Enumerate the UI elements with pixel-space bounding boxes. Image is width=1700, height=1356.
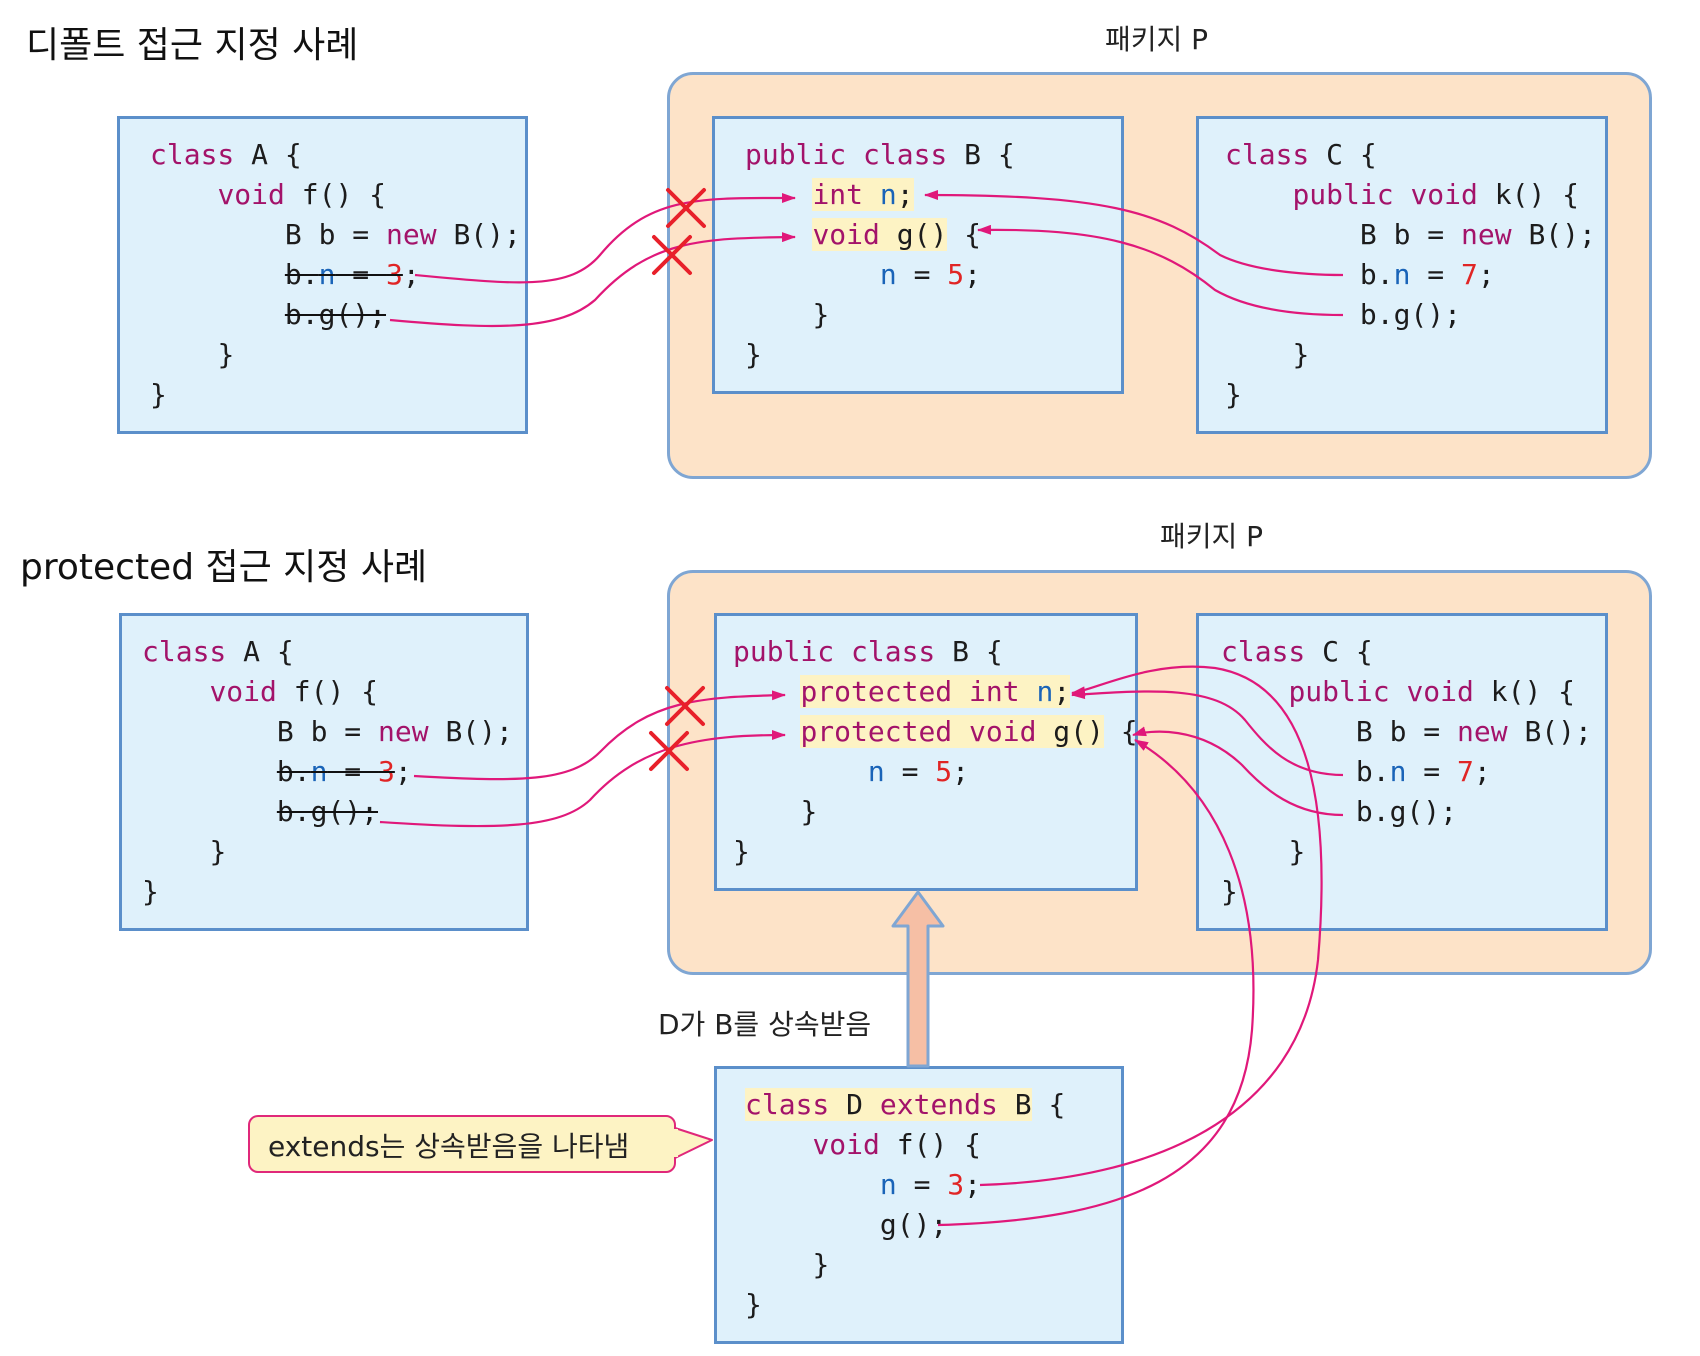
code-line: } xyxy=(745,338,762,371)
bottom-class-c-code: class C { public void k() { B b = new B(… xyxy=(1221,632,1592,912)
code-line: } xyxy=(1221,875,1238,908)
code-line: } xyxy=(812,1248,830,1281)
code-line: g(); xyxy=(879,1208,948,1241)
callout-tail xyxy=(674,1127,713,1159)
top-class-c-code: class C { public void k() { B b = new B(… xyxy=(1225,135,1596,415)
bottom-section-title: protected 접근 지정 사례 xyxy=(20,547,428,588)
code-line: n = 5; xyxy=(879,258,982,291)
code-line: } xyxy=(209,835,227,868)
bottom-class-b-code: public class B { protected int n; protec… xyxy=(733,632,1138,872)
denied-access-line: b.n = 3; xyxy=(284,258,420,291)
code-line: } xyxy=(1292,338,1310,371)
member-declaration-g: void g() { xyxy=(812,218,982,251)
code-line: class C { xyxy=(1221,635,1373,668)
code-line: B b = new B(); xyxy=(276,715,513,748)
bottom-class-a-box: class A { void f() { B b = new B(); b.n … xyxy=(119,613,529,931)
top-class-a-box: class A { void f() { B b = new B(); b.n … xyxy=(117,116,528,434)
member-declaration-g: protected void g() { xyxy=(800,715,1138,748)
code-line: b.n = 7; xyxy=(1359,258,1495,291)
code-line: b.n = 7; xyxy=(1355,755,1491,788)
code-line: void f() { xyxy=(209,675,379,708)
denied-access-line: b.n = 3; xyxy=(276,755,412,788)
code-line: n = 3; xyxy=(879,1168,982,1201)
code-line: } xyxy=(800,795,818,828)
denied-access-line: b.g(); xyxy=(284,298,387,331)
code-line: } xyxy=(812,298,830,331)
code-line: public void k() { xyxy=(1292,178,1580,211)
code-line: public class B { xyxy=(745,138,1015,171)
code-line: } xyxy=(142,875,159,908)
denied-access-line: b.g(); xyxy=(276,795,379,828)
code-line: } xyxy=(1288,835,1306,868)
bottom-class-c-box: class C { public void k() { B b = new B(… xyxy=(1196,613,1608,931)
code-line: class D extends B { xyxy=(745,1088,1066,1121)
code-line: void f() { xyxy=(812,1128,982,1161)
code-line: B b = new B(); xyxy=(1355,715,1592,748)
top-class-c-box: class C { public void k() { B b = new B(… xyxy=(1196,116,1608,434)
code-line: public void k() { xyxy=(1288,675,1576,708)
top-package-label: 패키지 P xyxy=(1105,23,1209,56)
code-line: } xyxy=(217,338,235,371)
bottom-package-label: 패키지 P xyxy=(1160,520,1264,553)
code-line: class A { xyxy=(142,635,294,668)
code-line: B b = new B(); xyxy=(284,218,521,251)
top-class-a-code: class A { void f() { B b = new B(); b.n … xyxy=(150,135,521,415)
code-line: B b = new B(); xyxy=(1359,218,1596,251)
top-section-title: 디폴트 접근 지정 사례 xyxy=(26,25,359,66)
code-line: b.g(); xyxy=(1355,795,1458,828)
code-line: class A { xyxy=(150,138,302,171)
code-line: b.g(); xyxy=(1359,298,1462,331)
top-class-b-code: public class B { int n; void g() { n = 5… xyxy=(745,135,1015,375)
bottom-class-d-code: class D extends B { void f() { n = 3; g(… xyxy=(745,1085,1065,1325)
code-line: class C { xyxy=(1225,138,1377,171)
inheritance-label: D가 B를 상속받음 xyxy=(658,1008,872,1041)
member-declaration-n: int n; xyxy=(812,178,914,211)
bottom-class-d-box: class D extends B { void f() { n = 3; g(… xyxy=(714,1066,1124,1344)
code-line: } xyxy=(733,835,750,868)
code-line: public class B { xyxy=(733,635,1003,668)
member-declaration-n: protected int n; xyxy=(800,675,1071,708)
code-line: } xyxy=(1225,378,1242,411)
code-line: n = 5; xyxy=(867,755,970,788)
code-line: } xyxy=(150,378,167,411)
extends-callout: extends는 상속받음을 나타냄 xyxy=(248,1115,676,1173)
code-line: } xyxy=(745,1288,762,1321)
bottom-class-b-box: public class B { protected int n; protec… xyxy=(714,613,1138,891)
top-class-b-box: public class B { int n; void g() { n = 5… xyxy=(712,116,1124,394)
code-line: void f() { xyxy=(217,178,387,211)
bottom-class-a-code: class A { void f() { B b = new B(); b.n … xyxy=(142,632,513,912)
